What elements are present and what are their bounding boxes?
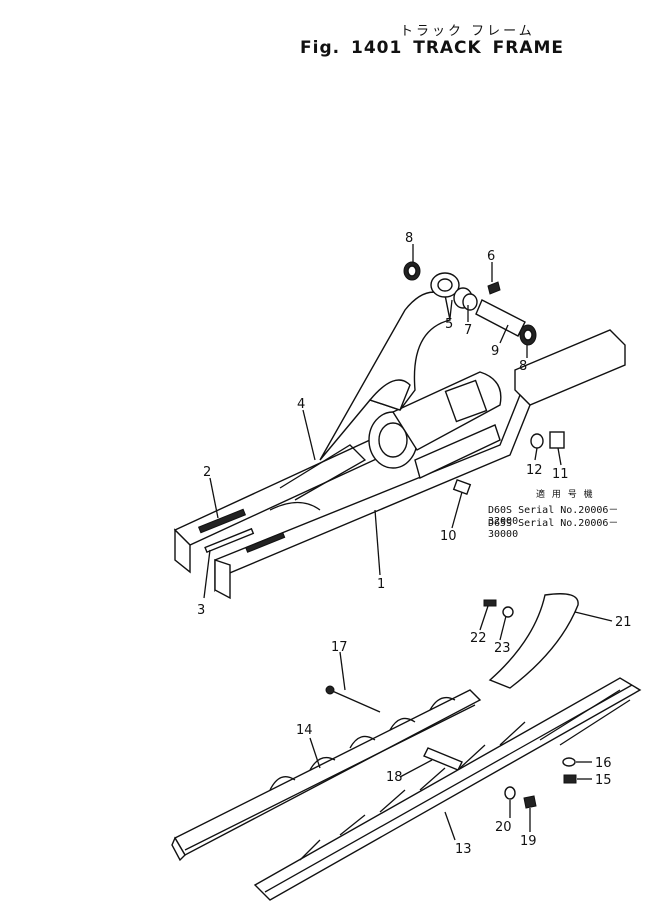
callout-5: 5 <box>445 317 453 332</box>
callout-12: 12 <box>526 463 543 478</box>
callout-3: 3 <box>197 603 205 618</box>
callout-11: 11 <box>552 467 569 482</box>
callout-16: 16 <box>595 756 612 771</box>
bolt-17 <box>329 689 381 713</box>
callout-8-upper: 8 <box>405 231 413 246</box>
bolt-15 <box>563 774 577 784</box>
washer-23 <box>502 606 514 618</box>
guard-21 <box>488 593 579 689</box>
callout-20: 20 <box>495 820 512 835</box>
callout-7: 7 <box>464 323 472 338</box>
callout-19: 19 <box>520 834 537 849</box>
guard-13 <box>253 677 642 901</box>
callout-15: 15 <box>595 773 612 788</box>
plug-11 <box>549 431 565 449</box>
callout-13: 13 <box>455 842 472 857</box>
callout-23: 23 <box>494 641 511 656</box>
washer-20 <box>504 786 516 800</box>
callout-10: 10 <box>440 529 457 544</box>
callout-18: 18 <box>386 770 403 785</box>
pin-18 <box>423 747 463 771</box>
nut-19 <box>523 795 537 809</box>
washer-16 <box>562 757 576 767</box>
callout-4: 4 <box>297 397 305 412</box>
track-frame-body <box>173 329 626 600</box>
callout-22: 22 <box>470 631 487 646</box>
serial-line-d60s: D60S Serial No.20006－32000 <box>488 505 619 527</box>
japanese-title: トラック フレーム <box>400 24 535 39</box>
pivot-arm <box>319 261 537 461</box>
serial-line-d65s: D65S Serial No.20006－30000 <box>488 518 619 540</box>
leader-lines <box>203 244 613 841</box>
callout-labels: 8 6 5 7 9 8 4 2 3 1 10 12 11 22 23 21 17… <box>197 231 632 857</box>
callout-6: 6 <box>487 249 495 264</box>
callout-21: 21 <box>615 615 632 630</box>
callout-1: 1 <box>377 577 385 592</box>
figure-title: Fig. 1401 TRACK FRAME <box>300 38 565 58</box>
bolt-22 <box>483 599 497 607</box>
callout-9: 9 <box>491 344 499 359</box>
callout-17: 17 <box>331 640 348 655</box>
rock-guard-14 <box>171 689 482 862</box>
washer-12 <box>530 433 544 449</box>
callout-14: 14 <box>296 723 313 738</box>
applicability-heading: 適 用 号 機 <box>536 490 595 500</box>
part-10 <box>452 479 472 495</box>
callout-2: 2 <box>203 465 211 480</box>
callout-8-lower: 8 <box>519 359 527 374</box>
